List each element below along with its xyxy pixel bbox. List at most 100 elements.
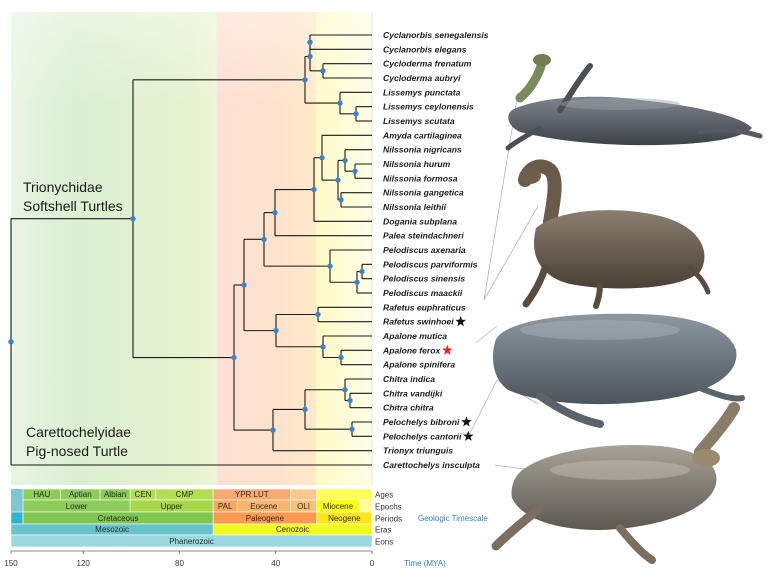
time-axis-tick-label: 0	[370, 559, 375, 568]
taxon-label: Pelodiscus axenaria	[383, 245, 466, 255]
taxon-label: Trionyx triunguis	[383, 446, 453, 456]
tree-node	[354, 279, 360, 285]
era-background	[11, 12, 373, 485]
timescale-label: Paleogene	[246, 514, 285, 523]
timescale-label: Cretaceous	[98, 514, 139, 523]
timescale-row-label: Periods	[375, 515, 402, 524]
taxon-label: Chitra chitra	[383, 403, 434, 413]
tree-node	[302, 406, 308, 413]
taxon-label: Lissemys punctata	[383, 87, 461, 97]
taxon-label: Chitra indica	[383, 374, 435, 384]
taxon-label: Cycloderma frenatum	[383, 59, 472, 69]
tree-node	[307, 53, 313, 60]
taxon-label: Nilssonia gangetica	[383, 188, 464, 198]
tree-node	[311, 186, 317, 193]
tree-node	[320, 344, 326, 350]
tree-node	[315, 311, 321, 318]
timescale-label: CEN	[135, 490, 152, 499]
turtle-photo-carettochelys	[491, 402, 740, 564]
taxon-label: Apalone ferox	[382, 345, 442, 355]
timescale-jurassic-cell	[11, 489, 24, 512]
taxon-label: Dogania subplana	[383, 216, 457, 226]
turtle-illustrations	[468, 54, 763, 564]
timescale-label: YPR LUT	[235, 490, 269, 499]
taxon-label: Pelodiscus parviformis	[383, 259, 478, 269]
taxon-label: Pelochelys bibroni	[383, 417, 460, 427]
phylogenetic-tree	[8, 34, 372, 466]
timescale-row-label: Ages	[375, 491, 393, 500]
turtle-photo-pelochelys	[492, 313, 745, 428]
timescale-label: Upper	[161, 502, 183, 511]
taxon-label: Pelodiscus sinensis	[383, 274, 465, 284]
timescale-label: HAU	[33, 490, 50, 499]
timescale-label: CMP	[176, 490, 194, 499]
tree-node	[130, 215, 136, 222]
time-axis-tick-label: 40	[271, 559, 280, 568]
tree-node	[319, 155, 325, 161]
tree-node	[231, 354, 237, 361]
timescale-label: Lower	[66, 502, 88, 511]
taxon-label: Nilssonia nigricans	[383, 145, 462, 155]
red-star-icon	[441, 344, 453, 355]
tree-node	[307, 39, 313, 45]
clade-common-name: Softshell Turtles	[23, 198, 123, 214]
tree-node	[8, 339, 14, 345]
tree-node	[327, 263, 333, 269]
timescale-cell	[316, 488, 373, 501]
timescale-row-label: Eras	[375, 526, 391, 535]
geologic-timescale: HAU Aptian Albian CEN CMP YPR LUT Lower Upper PA…	[4, 488, 488, 568]
black-star-icon	[455, 316, 466, 327]
turtle-photo-rafetus	[518, 159, 711, 309]
tree-node	[338, 197, 344, 203]
clade-label-trionychidae: Trionychidae Softshell Turtles	[23, 179, 123, 214]
time-axis-tick-label: 150	[4, 559, 18, 568]
tree-node	[347, 397, 353, 404]
black-star-icon	[461, 416, 472, 427]
tree-node	[261, 236, 267, 243]
tree-node	[302, 77, 308, 83]
taxon-label: Lissemys scutata	[383, 116, 455, 126]
taxon-label: Amyda cartilaginea	[382, 130, 462, 140]
tree-node	[349, 426, 355, 432]
tree-node	[270, 427, 276, 433]
clade-label-carettochelyidae: Carettochelyidae Pig-nosed Turtle	[26, 424, 131, 459]
timescale-label: Aptian	[69, 490, 92, 499]
taxon-label: Carettochelys insculpta	[383, 460, 480, 470]
timescale-label: Albian	[104, 490, 126, 499]
timescale-title: Geologic Timescale	[418, 514, 488, 523]
turtle-photo-cycloderma	[505, 54, 763, 151]
tree-node	[342, 157, 348, 164]
tree-node	[320, 68, 326, 74]
taxon-label: Nilssonia leithii	[383, 202, 447, 212]
taxon-label: Cyclanorbis elegans	[383, 44, 467, 54]
black-star-icon	[463, 430, 474, 441]
timescale-label: PAL	[218, 502, 233, 511]
tree-node	[335, 177, 341, 183]
taxon-label: Rafetus euphraticus	[383, 302, 466, 312]
tree-node	[273, 327, 279, 334]
clade-name: Trionychidae	[23, 179, 103, 195]
tree-node	[353, 111, 359, 117]
tree-node	[342, 387, 348, 393]
clade-common-name: Pig-nosed Turtle	[26, 443, 128, 459]
tree-node	[241, 282, 247, 288]
taxon-label: Chitra vandijki	[383, 388, 443, 398]
taxon-label: Pelodiscus maackii	[383, 288, 463, 298]
tree-node	[337, 100, 343, 106]
taxon-label: Palea steindachneri	[383, 231, 464, 241]
time-axis-tick-label: 80	[175, 559, 184, 568]
timescale-cell	[10, 534, 373, 548]
taxon-label: Nilssonia formosa	[383, 173, 458, 183]
timescale-cell	[10, 511, 24, 525]
taxon-label: Nilssonia hurum	[383, 159, 451, 169]
tree-node	[352, 168, 358, 174]
taxon-label: Cyclanorbis senegalensis	[383, 30, 489, 40]
timescale-label: Cenozoic	[276, 525, 309, 534]
taxon-label: Pelochelys cantorii	[383, 431, 462, 441]
timescale-label: Miocene	[323, 502, 354, 511]
time-axis-tick-label: 120	[77, 559, 91, 568]
timescale-label: Mesozoic	[95, 525, 129, 534]
timescale-cell	[290, 488, 317, 501]
